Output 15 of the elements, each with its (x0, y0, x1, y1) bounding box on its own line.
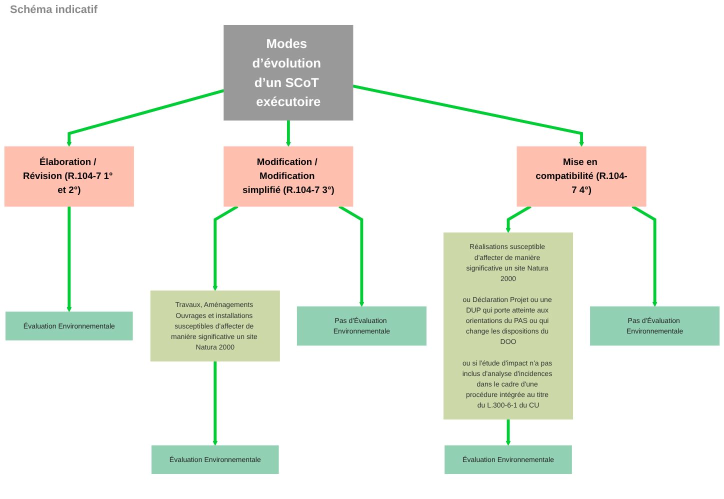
arrow (286, 120, 292, 147)
node-box: Mise en compatibilité (R.104-7 4°) (516, 146, 646, 207)
node-box: Modification / Modification simplifié (R.104-7 3°) (224, 146, 354, 207)
arrow (338, 205, 364, 307)
arrow (632, 205, 658, 307)
arrow (506, 205, 532, 234)
arrow (212, 361, 218, 446)
arrow (352, 84, 584, 147)
arrow (66, 206, 72, 312)
note-text: Schéma indicatif (10, 4, 98, 16)
node-box: Modes d’évolution d’un SCoT exécutoire (224, 24, 354, 121)
arrow (506, 419, 511, 446)
arrow (212, 205, 238, 292)
node-box: Élaboration / Révision (R.104-7 1° et 2°) (4, 146, 134, 207)
arrow (66, 89, 224, 147)
